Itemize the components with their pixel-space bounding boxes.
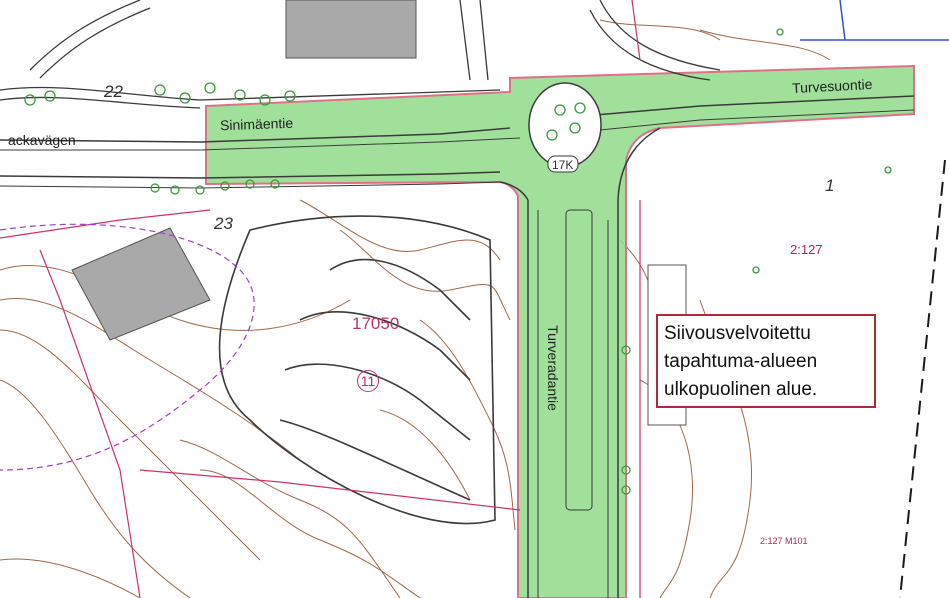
blue-line (800, 0, 949, 41)
callout-line-1: Siivousvelvoitettu (664, 323, 811, 344)
parcel-number-1: 1 (825, 176, 835, 195)
block-label-23: 23 (214, 214, 233, 233)
callout-line-3: ulkopuolinen alue. (664, 379, 818, 400)
north-south-road (499, 127, 661, 598)
road-label-turveradantie: Turveradantie (544, 325, 561, 411)
block-label-22: 22 (104, 82, 123, 101)
callout-line-2: tapahtuma-alueen (664, 351, 818, 372)
trees (24, 28, 892, 495)
north-streets (0, 0, 721, 109)
parcel-label-2-127: 2:127 (790, 242, 823, 257)
circled-number: 11 (357, 370, 379, 392)
block-number: 17050 (352, 314, 400, 333)
junction-label: 17K (552, 158, 574, 172)
cleaning-area-callout: Siivousvelvoitettu tapahtuma-alueen ulko… (656, 314, 876, 408)
main-road (0, 95, 915, 189)
road-label-sinimaentie: Sinimäentie (219, 114, 294, 134)
dashed-boundary (899, 159, 946, 598)
parking-area (218, 215, 496, 525)
road-label-backavagen: ackavägen (8, 132, 76, 148)
boundary-lines (0, 0, 641, 598)
purple-line (0, 223, 255, 471)
parcel-label-2-127-m101: 2:127 M101 (760, 536, 808, 546)
